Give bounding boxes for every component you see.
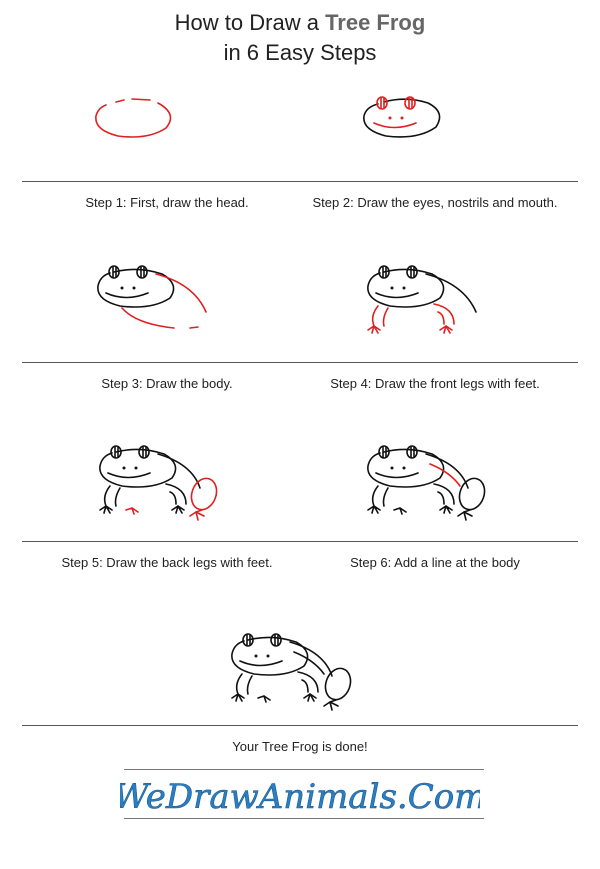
final-caption: Your Tree Frog is done! bbox=[232, 739, 368, 754]
logo-text: WeDrawAnimals.Com bbox=[120, 777, 480, 817]
step-5-drawing bbox=[96, 442, 236, 532]
logo-bottom-line bbox=[124, 818, 484, 819]
step-3-caption: Step 3: Draw the body. bbox=[101, 376, 233, 391]
divider-1 bbox=[22, 181, 578, 182]
step-1-caption: Step 1: First, draw the head. bbox=[85, 195, 249, 210]
step-6-caption: Step 6: Add a line at the body bbox=[350, 555, 520, 570]
title-line-2: in 6 Easy Steps bbox=[223, 40, 377, 65]
step-1-drawing bbox=[92, 94, 182, 144]
step-3-drawing bbox=[94, 262, 224, 342]
step-6-drawing bbox=[364, 442, 504, 532]
site-logo[interactable]: WeDrawAnimals.Com bbox=[113, 772, 486, 820]
final-drawing bbox=[228, 630, 378, 720]
step-4-caption: Step 4: Draw the front legs with feet. bbox=[330, 376, 540, 391]
title-prefix: How to Draw a bbox=[174, 10, 326, 35]
logo-top-line bbox=[124, 769, 484, 770]
divider-3 bbox=[22, 541, 578, 542]
step-5-caption: Step 5: Draw the back legs with feet. bbox=[61, 555, 273, 570]
divider-2 bbox=[22, 362, 578, 363]
divider-4 bbox=[22, 725, 578, 726]
step-2-drawing bbox=[360, 94, 450, 144]
step-4-drawing bbox=[364, 262, 494, 342]
step-2-caption: Step 2: Draw the eyes, nostrils and mout… bbox=[312, 195, 558, 210]
title-line-1: How to Draw a Tree Frog bbox=[0, 8, 600, 38]
page-title: How to Draw a Tree Frog in 6 Easy Steps bbox=[0, 8, 600, 68]
title-highlight: Tree Frog bbox=[325, 10, 426, 35]
